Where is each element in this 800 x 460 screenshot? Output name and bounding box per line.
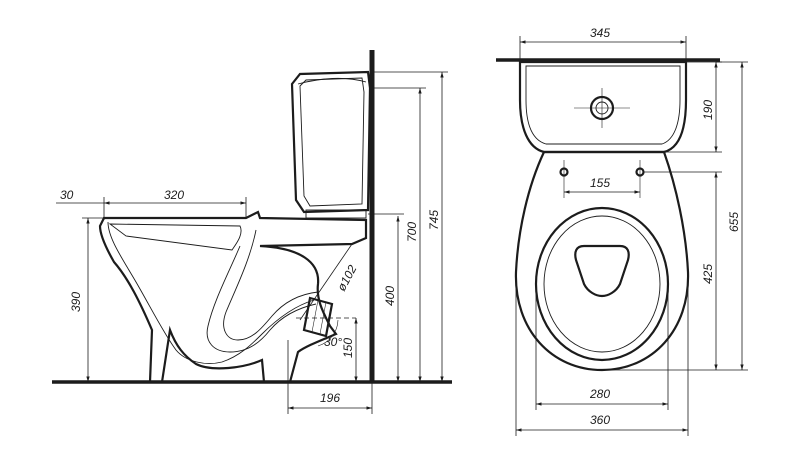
dim-angle-label: 30°	[324, 335, 342, 349]
dim-655-label: 655	[727, 212, 741, 232]
side-cistern	[290, 70, 372, 219]
dim-280-label: 280	[589, 387, 610, 401]
dim-150-label: 150	[341, 338, 355, 358]
seat-inner	[543, 215, 661, 353]
dim-155-label: 155	[590, 176, 610, 190]
dim-345-label: 345	[590, 26, 610, 40]
bowl-drain	[574, 244, 630, 298]
top-cistern	[518, 60, 688, 154]
dim-360-label: 360	[590, 413, 610, 427]
dim-196-label: 196	[320, 391, 340, 405]
dim-190-label: 190	[701, 100, 715, 120]
dim-390-label: 390	[69, 292, 83, 312]
side-bowl	[98, 210, 368, 384]
dim-400-label: 400	[383, 286, 397, 306]
seat-outer	[534, 206, 670, 362]
side-view: 30 320 390 ø102 30° 150 400	[52, 50, 452, 414]
dim-745-label: 745	[427, 210, 441, 230]
dim-320-label: 320	[164, 188, 184, 202]
dim-diameter-label: ø102	[334, 262, 359, 293]
top-view: 345 190 155 425 655 280	[496, 26, 748, 436]
dim-700-label: 700	[405, 222, 419, 242]
side-dimensions: 30 320 390 ø102 30° 150 400	[56, 71, 448, 414]
dim-30-label: 30	[60, 188, 74, 202]
top-dimensions: 345 190 155 425 655 280	[515, 26, 748, 436]
dim-425-label: 425	[701, 264, 715, 284]
